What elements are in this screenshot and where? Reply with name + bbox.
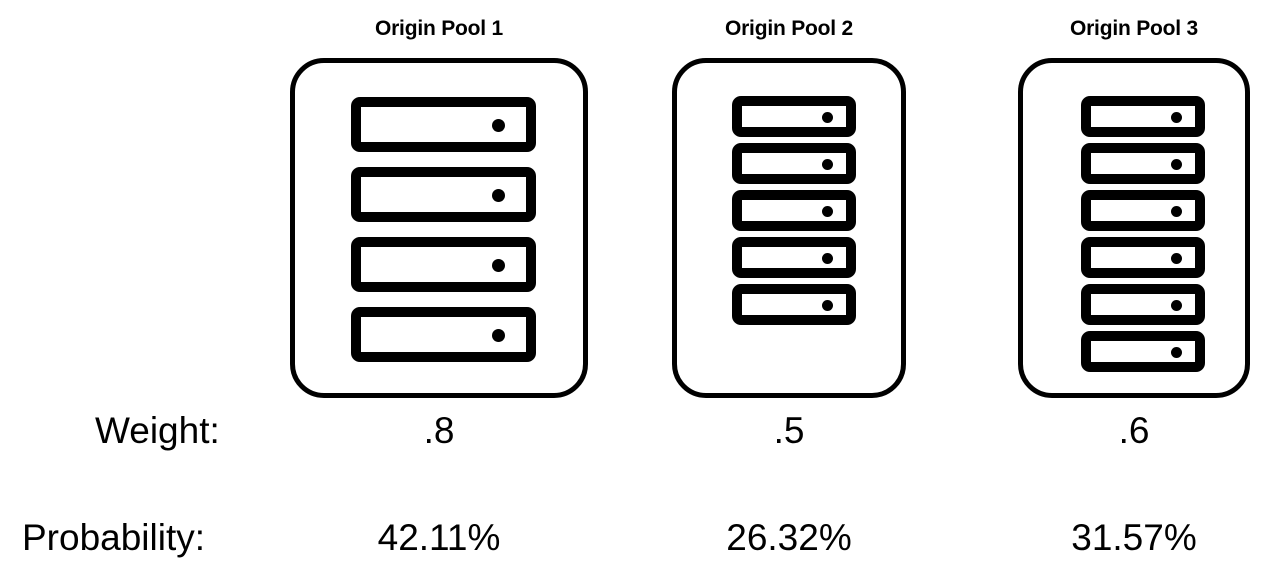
pool-container <box>1018 58 1250 398</box>
server-led-icon <box>822 112 833 123</box>
server-unit <box>1081 96 1205 137</box>
server-unit <box>732 237 856 278</box>
server-unit <box>1081 143 1205 184</box>
weight-row-label: Weight: <box>95 410 220 451</box>
server-led-icon <box>822 206 833 217</box>
server-unit <box>351 237 536 292</box>
weight-value-pool-1: .8 <box>423 410 455 451</box>
server-unit <box>732 96 856 137</box>
server-led-icon <box>822 253 833 264</box>
probability-value-pool-3: 31.57% <box>1071 517 1197 558</box>
server-led-icon <box>1171 112 1182 123</box>
server-led-icon <box>1171 347 1182 358</box>
probability-value-pool-1: 42.11% <box>377 517 501 558</box>
origin-pool-3: Origin Pool 3 <box>1018 0 1250 400</box>
server-led-icon <box>492 259 505 272</box>
server-led-icon <box>822 159 833 170</box>
server-unit <box>1081 331 1205 372</box>
probability-row-label: Probability: <box>22 517 206 558</box>
server-unit <box>351 167 536 222</box>
server-unit <box>732 143 856 184</box>
pool-title: Origin Pool 1 <box>374 17 504 40</box>
weight-value-pool-2: .5 <box>773 410 805 451</box>
pool-title: Origin Pool 3 <box>1069 17 1199 40</box>
server-led-icon <box>822 300 833 311</box>
server-unit <box>1081 284 1205 325</box>
server-unit <box>732 190 856 231</box>
server-led-icon <box>1171 300 1182 311</box>
server-unit <box>351 307 536 362</box>
origin-pool-1: Origin Pool 1 <box>290 0 588 400</box>
weight-value-pool-3: .6 <box>1118 410 1150 451</box>
server-led-icon <box>492 119 505 132</box>
pool-container <box>672 58 906 398</box>
server-led-icon <box>492 189 505 202</box>
server-led-icon <box>1171 159 1182 170</box>
server-led-icon <box>1171 253 1182 264</box>
server-unit <box>732 284 856 325</box>
server-unit <box>1081 237 1205 278</box>
server-unit <box>1081 190 1205 231</box>
server-unit <box>351 97 536 152</box>
pool-title: Origin Pool 2 <box>724 17 854 40</box>
origin-pool-2: Origin Pool 2 <box>672 0 906 400</box>
server-led-icon <box>492 329 505 342</box>
pool-container <box>290 58 588 398</box>
probability-value-pool-2: 26.32% <box>726 517 852 558</box>
server-led-icon <box>1171 206 1182 217</box>
